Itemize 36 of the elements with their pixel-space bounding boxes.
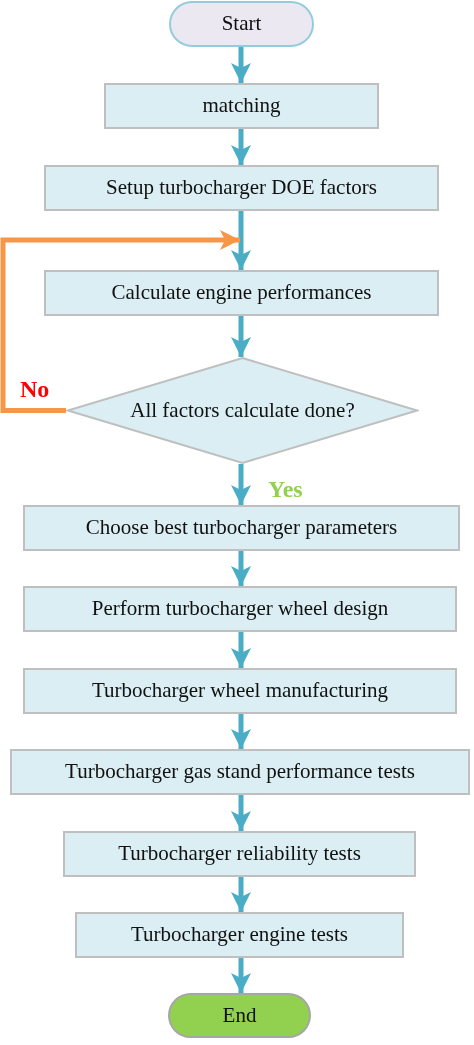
process-box [10, 749, 470, 795]
process-box [44, 165, 439, 211]
arrow [231, 211, 251, 270]
process-box [23, 505, 460, 551]
step-label: Turbocharger reliability tests [118, 842, 361, 866]
arrow [231, 877, 251, 912]
arrow [231, 316, 251, 357]
process-box [63, 831, 416, 877]
arrow [231, 958, 251, 993]
step-label: Perform turbocharger wheel design [91, 597, 389, 621]
step-label: All factors calculate done? [130, 398, 355, 423]
step-label: Choose best turbocharger parameters [85, 516, 398, 540]
arrow [231, 464, 251, 505]
process-box [23, 586, 457, 632]
step-label: End [222, 1003, 257, 1028]
arrow [0, 230, 240, 413]
process-box [23, 668, 457, 714]
step-label: Turbocharger gas stand performance tests [65, 760, 415, 784]
step-label: Start [221, 12, 262, 36]
step-label: Calculate engine performances [111, 281, 372, 305]
step-label: matching [202, 94, 281, 118]
arrow [231, 129, 251, 165]
arrow [231, 795, 251, 831]
arrow [231, 551, 251, 586]
terminal-shape [169, 1, 314, 47]
step-label: Setup turbocharger DOE factors [106, 176, 377, 200]
step-label: Turbocharger wheel manufacturing [91, 679, 389, 703]
arrow [231, 632, 251, 668]
decision-diamond [66, 357, 419, 464]
terminal-shape [168, 993, 311, 1038]
step-label: Turbocharger engine tests [131, 923, 348, 947]
arrow [231, 714, 251, 749]
process-box [44, 270, 439, 316]
process-box [104, 83, 379, 129]
process-box [75, 912, 404, 958]
arrow [231, 47, 251, 83]
